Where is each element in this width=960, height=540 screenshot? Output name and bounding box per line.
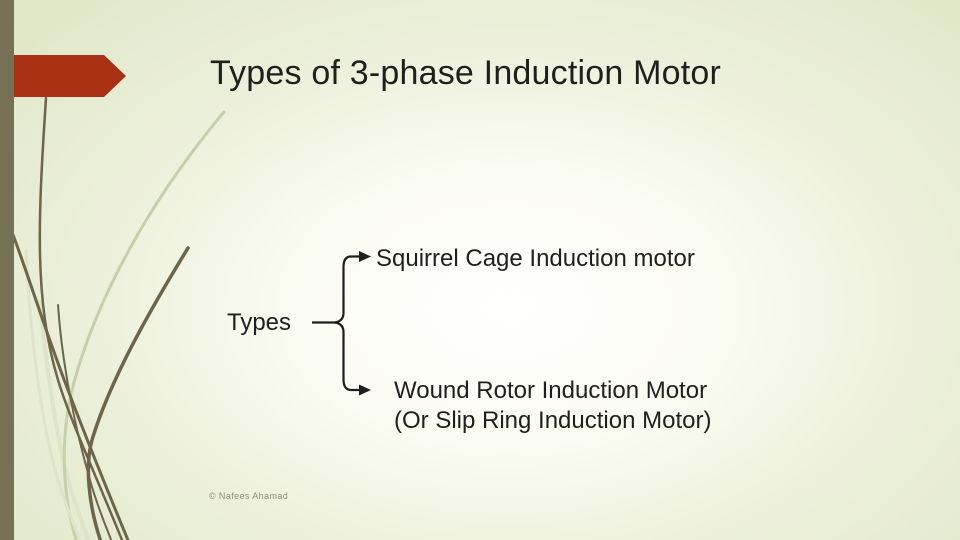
grass-blade-dark-icon bbox=[38, 96, 124, 540]
diagram-root-label: Types bbox=[227, 309, 292, 336]
grass-blade-light-icon bbox=[24, 248, 82, 540]
branch-arrow-icon bbox=[359, 251, 371, 262]
grass-blade-dark-icon bbox=[86, 246, 190, 540]
branch-arrow-icon bbox=[359, 384, 371, 396]
grass-blade-dark-icon bbox=[10, 230, 130, 540]
red-arrow-decoration bbox=[0, 55, 126, 97]
grass-blade-light-icon bbox=[62, 110, 226, 540]
branch-label-squirrel-cage: Squirrel Cage Induction motor bbox=[376, 245, 695, 272]
grass-blade-dark-icon bbox=[57, 304, 113, 540]
footer-credit: © Nafees Ahamad bbox=[209, 491, 289, 501]
branch-label-line: Wound Rotor Induction Motor bbox=[394, 377, 708, 404]
left-accent-bar bbox=[0, 0, 14, 540]
red-arrow-icon bbox=[0, 55, 126, 97]
grass-blade-pale-icon bbox=[38, 300, 91, 540]
branch-label-wound-rotor: Wound Rotor Induction Motor (Or Slip Rin… bbox=[394, 376, 711, 436]
brace-path bbox=[334, 255, 361, 392]
branch-label-line: (Or Slip Ring Induction Motor) bbox=[394, 407, 712, 434]
slide-title: Types of 3-phase Induction Motor bbox=[210, 54, 722, 92]
